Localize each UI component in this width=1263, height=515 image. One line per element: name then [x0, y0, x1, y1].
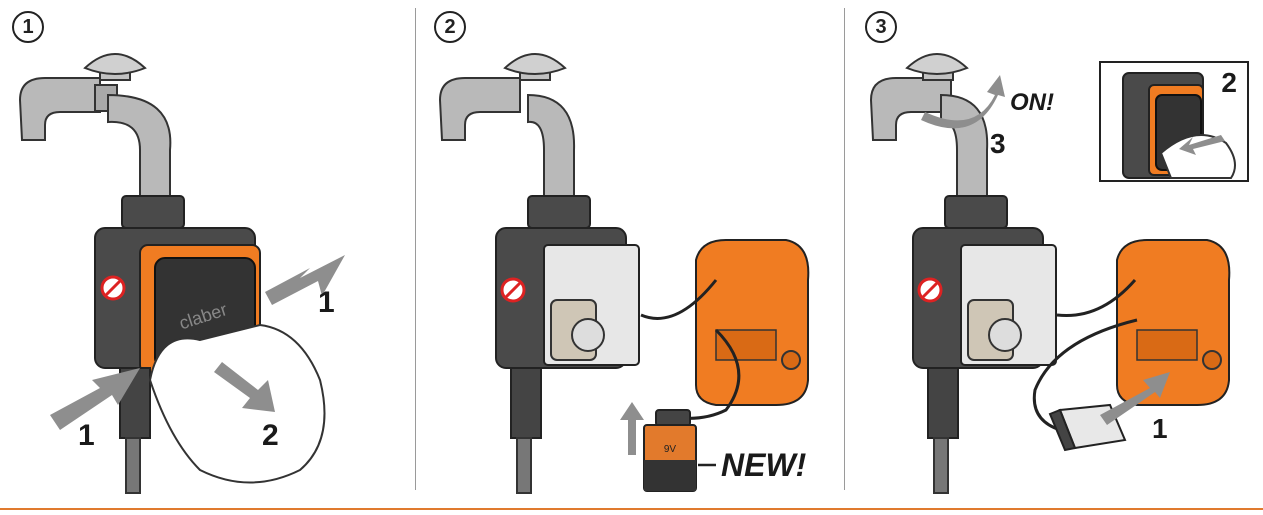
inset-illustration	[1122, 72, 1236, 179]
battery-9v: 9V	[643, 409, 697, 492]
new-label: NEW!	[721, 447, 807, 483]
divider-2	[844, 8, 845, 490]
hand	[148, 323, 326, 484]
step-1-panel: 1 claber 1 2 1	[0, 0, 415, 495]
arrow-up	[620, 402, 644, 455]
battery-wire	[1032, 279, 1138, 432]
on-label: ON!	[1010, 89, 1054, 116]
step-3-panel: 3 ON! 3	[845, 0, 1263, 495]
arrow-insert	[1100, 372, 1170, 425]
callout-1-right: 1	[318, 286, 335, 319]
battery-wire	[640, 279, 741, 420]
callout-3: 3	[990, 128, 1006, 159]
battery-cover	[695, 239, 810, 406]
divider-1	[415, 8, 416, 490]
arrow-pull-out	[214, 362, 275, 412]
callout-1: 1	[1152, 413, 1168, 444]
rotate-arrow	[921, 75, 1005, 129]
step-number-3: 3	[865, 11, 897, 43]
faucet	[18, 53, 172, 201]
battery-label: 9V	[664, 444, 677, 455]
arrow-push-left	[50, 368, 140, 430]
arrow-push-right	[265, 255, 345, 305]
step-1-illustration: claber 1 2 1	[18, 53, 345, 494]
battery-cover	[1116, 239, 1231, 406]
faucet	[869, 53, 989, 201]
inset-callout-2: 2	[1221, 67, 1237, 98]
faucet	[438, 53, 576, 201]
step-3-illustration: ON! 3 1	[869, 53, 1231, 494]
water-timer-open	[495, 195, 640, 494]
step-number-1: 1	[12, 11, 44, 43]
inset-close-cover: 2	[1099, 61, 1249, 182]
bottom-rule	[0, 508, 1263, 510]
step-number-2: 2	[434, 11, 466, 43]
step-2-illustration: 9V NEW!	[438, 53, 810, 494]
battery-9v	[1048, 403, 1127, 452]
step-2-panel: 2 9V	[416, 0, 844, 495]
callout-2: 2	[262, 419, 279, 452]
water-timer-open	[912, 195, 1057, 494]
callout-1-left: 1	[78, 419, 95, 452]
